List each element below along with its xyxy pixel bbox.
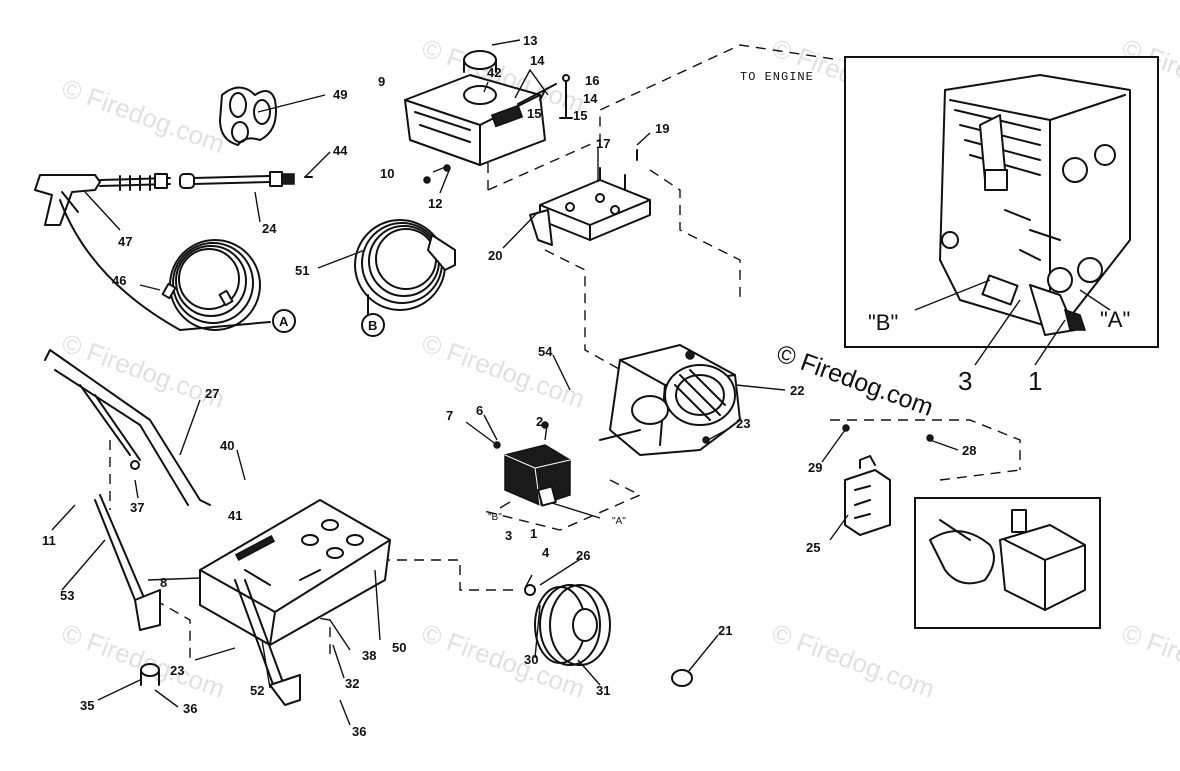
watermark-text: © Firedog.com bbox=[58, 327, 229, 414]
callout: 1 bbox=[530, 526, 537, 541]
callout: 51 bbox=[295, 263, 309, 278]
callout: 20 bbox=[488, 248, 502, 263]
inset-unloader bbox=[914, 497, 1101, 629]
callout: 14 bbox=[583, 91, 598, 106]
label-b-small: "B" bbox=[488, 512, 502, 523]
hose-coil-51 bbox=[354, 219, 456, 316]
label-a-circle: A bbox=[279, 314, 289, 329]
inset-label-a: "A" bbox=[1100, 307, 1130, 332]
dashed-routing bbox=[109, 44, 1021, 660]
label-b-circle: B bbox=[368, 318, 377, 333]
leader-lines bbox=[51, 39, 1111, 726]
connection-markers: A B "B" "A" bbox=[272, 309, 626, 527]
frame-base bbox=[199, 499, 391, 646]
callout: 31 bbox=[596, 683, 610, 698]
callout: 49 bbox=[333, 87, 347, 102]
callout: 21 bbox=[718, 623, 732, 638]
callout: 6 bbox=[476, 403, 483, 418]
callout: 11 bbox=[42, 533, 56, 548]
legs bbox=[94, 494, 301, 706]
callout: 28 bbox=[962, 443, 976, 458]
inset-pump bbox=[844, 56, 1159, 348]
callout: 36 bbox=[352, 724, 366, 739]
callout: 15 bbox=[573, 108, 587, 123]
watermark-text: © Firedog.com bbox=[58, 617, 229, 704]
callout: 35 bbox=[80, 698, 94, 713]
fuel-tank bbox=[404, 50, 573, 184]
callout: 50 bbox=[392, 640, 406, 655]
watermark-text: © Firedog.com bbox=[58, 72, 229, 159]
unloader-valve bbox=[842, 424, 934, 536]
callout: 23 bbox=[736, 416, 750, 431]
spray-gun bbox=[34, 171, 313, 226]
callout-numbers: 13 42 14 16 14 15 15 9 49 44 10 12 24 47… bbox=[42, 33, 976, 739]
callout: 44 bbox=[333, 143, 348, 158]
pump bbox=[493, 421, 571, 507]
callout: 23 bbox=[170, 663, 184, 678]
callout: 41 bbox=[228, 508, 242, 523]
callout: 3 bbox=[505, 528, 512, 543]
callout: 25 bbox=[806, 540, 820, 555]
callout: 40 bbox=[220, 438, 234, 453]
engine bbox=[599, 344, 741, 456]
callout: 2 bbox=[536, 414, 543, 429]
callout: 15 bbox=[527, 106, 541, 121]
callout: 14 bbox=[530, 53, 545, 68]
callout: 13 bbox=[523, 33, 537, 48]
wheel bbox=[524, 584, 693, 687]
callout: 53 bbox=[60, 588, 74, 603]
callout: 7 bbox=[446, 408, 453, 423]
to-engine-note: TO ENGINE bbox=[740, 70, 814, 84]
callout: 4 bbox=[542, 545, 550, 560]
callout: 46 bbox=[112, 273, 126, 288]
callout: 17 bbox=[596, 136, 610, 151]
callout: 16 bbox=[585, 73, 599, 88]
handle bbox=[44, 349, 211, 506]
callout: 37 bbox=[130, 500, 144, 515]
nozzle-holder bbox=[219, 86, 277, 146]
watermark-text: © Firedog.com bbox=[768, 617, 939, 704]
callout: 10 bbox=[380, 166, 394, 181]
callout: 32 bbox=[345, 676, 359, 691]
callout: 30 bbox=[524, 652, 538, 667]
callout: 52 bbox=[250, 683, 264, 698]
watermark-text: © Firedog.com bbox=[1118, 617, 1180, 704]
callout: 24 bbox=[262, 221, 277, 236]
inset-labels: "B" "A" 3 1 bbox=[868, 307, 1130, 396]
inset-label-1: 1 bbox=[1028, 366, 1042, 396]
label-a-small: "A" bbox=[612, 516, 626, 527]
callout: 54 bbox=[538, 344, 553, 359]
pump-bracket bbox=[529, 149, 651, 246]
callout: 26 bbox=[576, 548, 590, 563]
callout: 47 bbox=[118, 234, 132, 249]
callout: 22 bbox=[790, 383, 804, 398]
hose-coil-46 bbox=[59, 199, 271, 331]
callout: 27 bbox=[205, 386, 219, 401]
inset-label-b: "B" bbox=[868, 310, 898, 335]
callout: 8 bbox=[160, 575, 167, 590]
callout: 9 bbox=[378, 74, 385, 89]
callout: 19 bbox=[655, 121, 669, 136]
watermark-text: © Firedog.com bbox=[418, 327, 589, 414]
callout: 12 bbox=[428, 196, 442, 211]
callout: 29 bbox=[808, 460, 822, 475]
firedog-watermark: © Firedog.com bbox=[773, 339, 937, 422]
callout: 36 bbox=[183, 701, 197, 716]
callout: 38 bbox=[362, 648, 376, 663]
callout: 42 bbox=[487, 65, 501, 80]
inset-label-3: 3 bbox=[958, 366, 972, 396]
